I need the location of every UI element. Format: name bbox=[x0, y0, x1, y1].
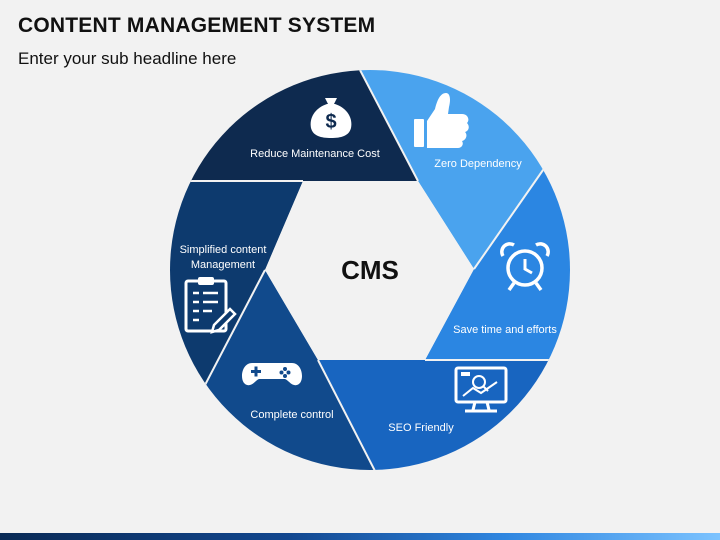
segment-label-simplified-content-line1: Simplified content bbox=[180, 244, 267, 256]
clipboard-icon bbox=[184, 277, 237, 334]
money-bag-icon: $ bbox=[310, 98, 352, 138]
svg-text:$: $ bbox=[325, 111, 336, 133]
segment-save-time bbox=[425, 160, 570, 360]
center-hexagon bbox=[265, 181, 474, 360]
center-label: CMS bbox=[341, 255, 399, 285]
segment-label-complete-control: Complete control bbox=[250, 409, 333, 421]
segment-simplified-content bbox=[170, 181, 303, 385]
segment-label-zero-dependency: Zero Dependency bbox=[434, 158, 522, 170]
bottom-accent-bar bbox=[0, 533, 720, 540]
segment-group bbox=[170, 70, 570, 470]
page-subtitle: Enter your sub headline here bbox=[18, 49, 237, 68]
page-title: CONTENT MANAGEMENT SYSTEM bbox=[18, 14, 376, 37]
gamepad-icon bbox=[242, 363, 302, 386]
seo-monitor-icon bbox=[454, 366, 508, 413]
segment-label-simplified-content-line2: Management bbox=[191, 259, 255, 271]
segment-label-save-time: Save time and efforts bbox=[453, 324, 557, 336]
alarm-clock-icon bbox=[500, 242, 550, 292]
segment-label-seo-friendly: SEO Friendly bbox=[388, 422, 454, 434]
thumbs-up-icon bbox=[414, 93, 469, 148]
segment-label-reduce-maintenance-cost: Reduce Maintenance Cost bbox=[250, 148, 380, 160]
